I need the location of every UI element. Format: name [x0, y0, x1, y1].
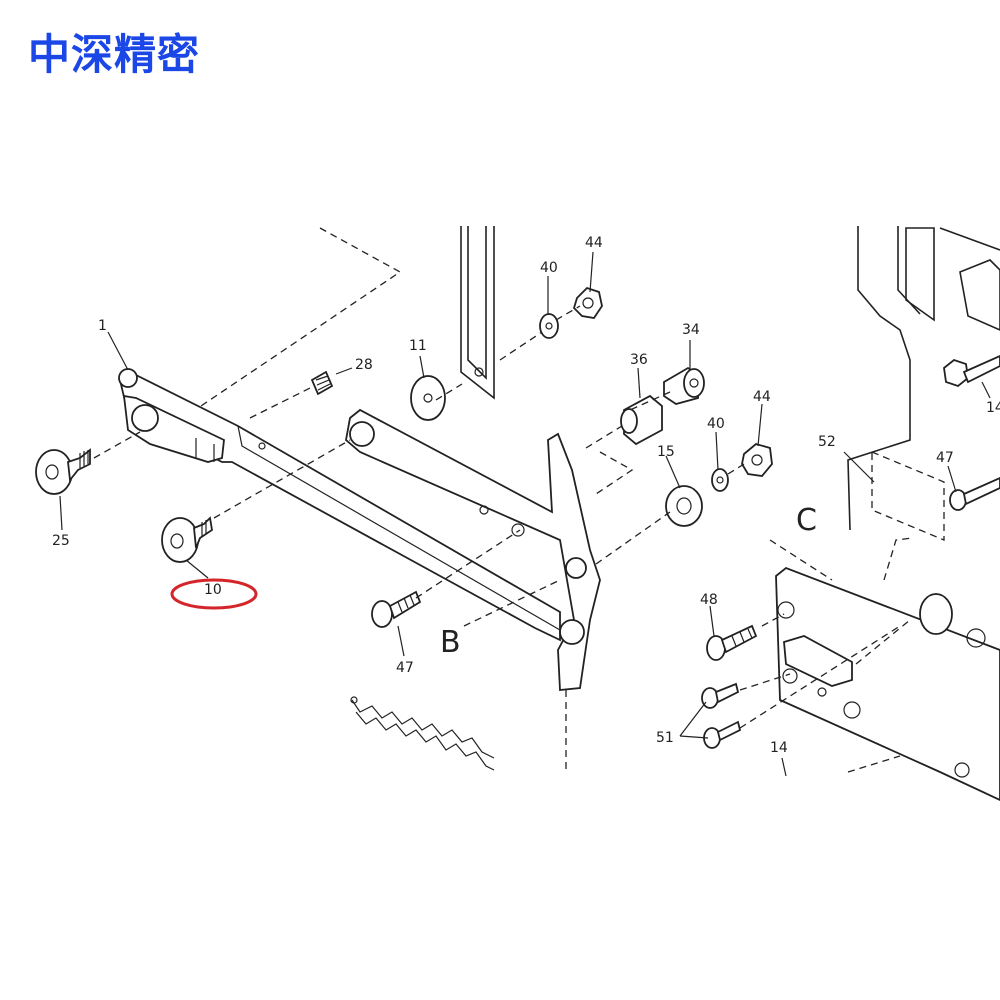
spring [350, 696, 495, 771]
bracket-plate [775, 566, 1000, 801]
nut-40a [539, 313, 559, 339]
label-14-bottom: 14 [770, 740, 788, 756]
label-36: 36 [630, 352, 648, 368]
screw-48 [706, 624, 758, 661]
label-44-mid: 44 [753, 389, 771, 405]
nut-40b [711, 468, 729, 492]
nut-44b [741, 443, 773, 477]
label-C: C [796, 503, 817, 538]
washer-11 [410, 375, 446, 421]
label-52: 52 [818, 434, 836, 450]
washer-28 [310, 370, 334, 396]
label-15: 15 [657, 444, 675, 460]
bushing-15 [665, 485, 703, 527]
y-plate [345, 408, 601, 691]
label-40-top: 40 [540, 260, 558, 276]
highlight-ellipse [170, 578, 258, 610]
side-frame [847, 226, 1000, 531]
screw-47b [949, 477, 1000, 511]
screw-47a [371, 590, 422, 628]
sleeve-36 [620, 394, 663, 446]
label-14-top: 14 [986, 400, 1000, 416]
label-40-mid: 40 [707, 416, 725, 432]
nut-44a [572, 286, 603, 319]
label-47-right: 47 [936, 450, 954, 466]
frame-outline [194, 227, 402, 411]
label-34: 34 [682, 322, 700, 338]
label-48: 48 [700, 592, 718, 608]
label-B: B [440, 625, 461, 660]
vertical-bracket [460, 226, 495, 400]
screws-51 [701, 682, 742, 749]
label-28: 28 [355, 357, 373, 373]
screw-25 [35, 448, 91, 495]
box-52 [871, 451, 945, 541]
lever-arm [118, 368, 561, 642]
pin-34 [663, 366, 705, 405]
bolt-14-top [943, 355, 1000, 388]
label-25: 25 [52, 533, 70, 549]
label-1: 1 [98, 318, 107, 334]
label-51: 51 [656, 730, 674, 746]
screw-10 [161, 516, 213, 563]
label-10: 10 [204, 582, 222, 598]
label-44-top: 44 [585, 235, 603, 251]
label-47-left: 47 [396, 660, 414, 676]
assembly-lines [93, 305, 913, 773]
leader-lines [59, 251, 991, 777]
label-11: 11 [409, 338, 427, 354]
brand-title: 中深精密 [28, 30, 201, 79]
